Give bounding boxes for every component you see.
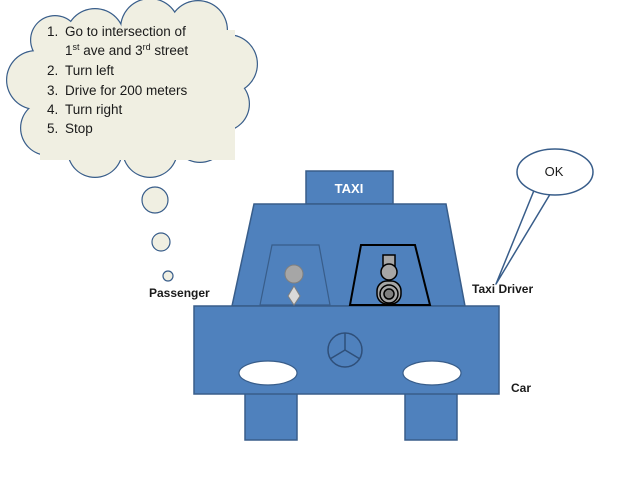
svg-text:3.Drive for 200 meters: 3. Drive for 200 meters xyxy=(47,83,188,98)
car-label: Car xyxy=(511,381,531,395)
step-1-continuation: 1st ave and 3rd street xyxy=(65,42,188,58)
step-2-num: 2. xyxy=(47,63,58,78)
taxi-sign-text: TAXI xyxy=(335,181,364,196)
passenger-label: Passenger xyxy=(149,286,210,300)
thought-bubble-small xyxy=(162,270,174,282)
thought-bubble-medium xyxy=(151,232,171,252)
step-3-num: 3. xyxy=(47,83,58,98)
taxi-sign xyxy=(305,170,394,205)
step-3-text: Drive for 200 meters xyxy=(65,83,188,98)
left-headlight xyxy=(238,360,298,386)
step-1-text: Go to intersection of xyxy=(65,24,186,39)
svg-text:5.Stop: 5. Stop xyxy=(47,121,93,136)
step-5-num: 5. xyxy=(47,121,58,136)
step-2-text: Turn left xyxy=(65,63,114,78)
car-emblem-icon xyxy=(327,332,363,368)
svg-text:2.Turn left: 2. Turn left xyxy=(47,63,114,78)
thought-bubble-large xyxy=(141,186,169,214)
right-headlight xyxy=(402,360,462,386)
thought-bubbles xyxy=(141,186,174,282)
step-4-text: Turn right xyxy=(65,102,123,117)
step-5-text: Stop xyxy=(65,121,93,136)
speech-text: OK xyxy=(545,164,564,179)
step-4-num: 4. xyxy=(47,102,58,117)
svg-text:4.Turn right: 4. Turn right xyxy=(47,102,123,117)
step-1-num: 1. xyxy=(47,24,58,39)
taxi-car: TAXI xyxy=(193,170,500,441)
speech-bubble: OK xyxy=(495,148,594,285)
thought-cloud: 1. Go to intersection of 1st ave and 3rd … xyxy=(6,0,258,178)
driver-figure xyxy=(376,254,402,305)
thought-steps: 1. Go to intersection of 1st ave and 3rd … xyxy=(47,24,188,136)
passenger-figure xyxy=(284,264,304,306)
taxi-driver-label: Taxi Driver xyxy=(472,282,533,296)
svg-text:1.Go to intersection of: 1. Go to intersection of xyxy=(47,24,186,39)
